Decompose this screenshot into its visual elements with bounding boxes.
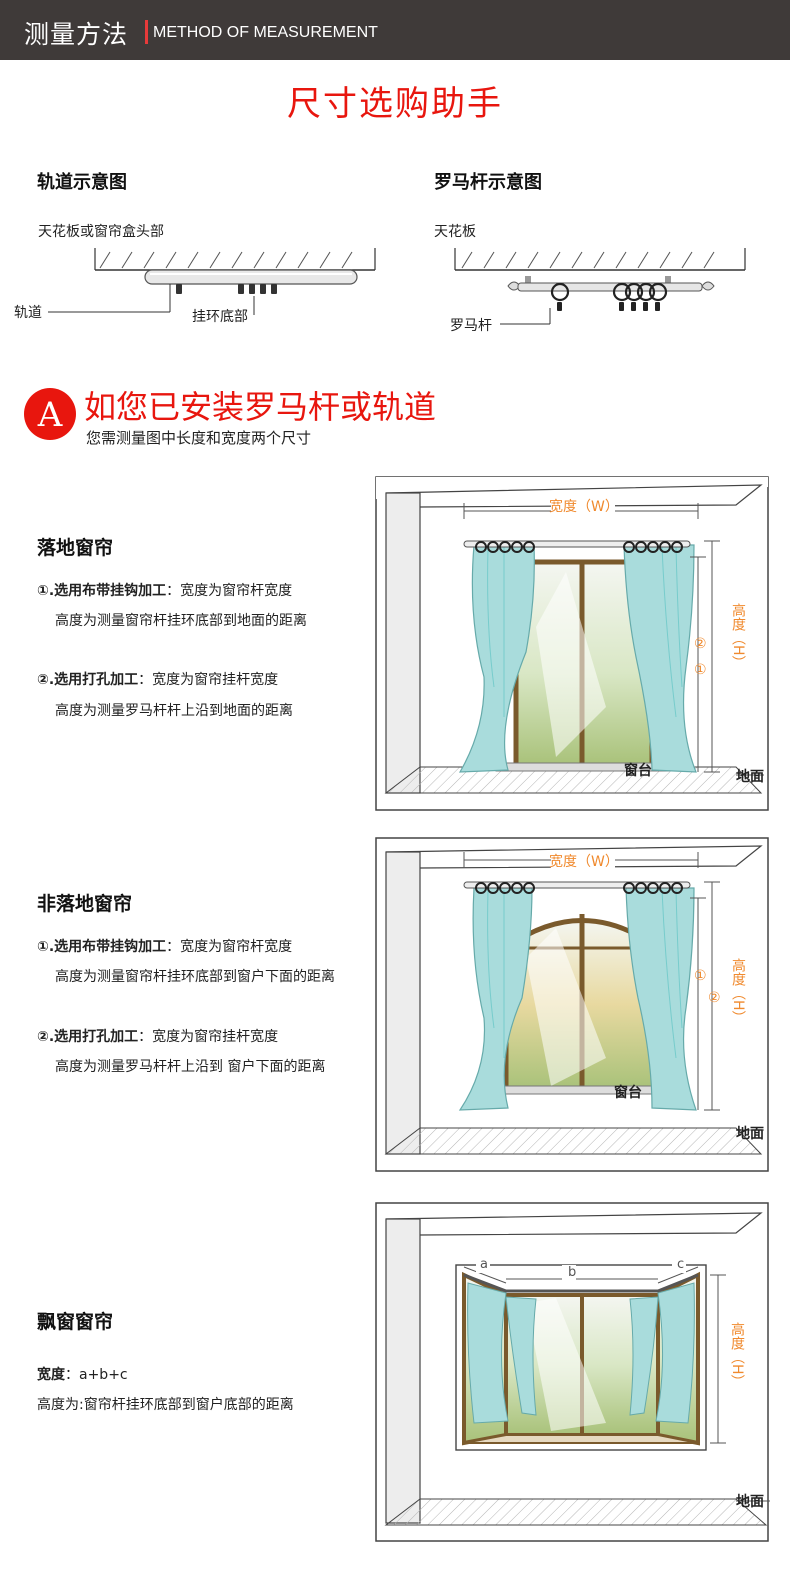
floor-item2-detail: 高度为测量罗马杆杆上沿到地面的距离 [55, 703, 293, 719]
rod-label: 罗马杆 [450, 318, 492, 334]
rod-diagram [454, 248, 746, 325]
section-a-subtitle: 您需测量图中长度和宽度两个尺寸 [86, 429, 312, 447]
track-label: 轨道 [14, 305, 42, 321]
track-diagram-title: 轨道示意图 [37, 172, 127, 193]
track-ceiling-label: 天花板或窗帘盒头部 [38, 224, 164, 240]
bay-curtain-title: 飘窗窗帘 [37, 1311, 114, 1333]
bay-curtain-illustration [375, 1202, 770, 1542]
header-title-zh: 测量方法 [24, 20, 129, 49]
header-title-en: METHOD OF MEASUREMENT [153, 24, 378, 41]
floor-marker-2: ② [694, 636, 707, 652]
non-floor-item2: ②.选用打孔加工：宽度为窗帘挂杆宽度 [37, 1029, 279, 1045]
non-floor-marker-2: ② [708, 990, 721, 1006]
floor-sill-label: 窗台 [624, 763, 652, 779]
floor-item2: ②.选用打孔加工：宽度为窗帘挂杆宽度 [37, 672, 279, 688]
svg-text:A: A [37, 395, 63, 435]
bay-label-a: a [480, 1257, 488, 1272]
non-floor-width-label: 宽度（W） [549, 854, 619, 870]
bay-width: 宽度：a+b+c [37, 1367, 128, 1383]
section-a-title: 如您已安装罗马杆或轨道 [84, 388, 437, 426]
rod-diagram-title: 罗马杆示意图 [434, 172, 542, 193]
bay-height-label: 高度（H） [729, 1322, 745, 1389]
non-floor-item1-detail: 高度为测量窗帘杆挂环底部到窗户下面的距离 [55, 969, 335, 985]
main-title: 尺寸选购助手 [287, 84, 503, 124]
floor-item1-detail: 高度为测量窗帘杆挂环底部到地面的距离 [55, 613, 307, 629]
bay-label-b: b [568, 1265, 577, 1280]
floor-marker-1: ① [694, 662, 707, 678]
ring-label: 挂环底部 [192, 309, 248, 325]
floor-ground-label: 地面 [736, 769, 764, 785]
floor-curtain-title: 落地窗帘 [37, 537, 114, 559]
floor-curtain-illustration [375, 476, 769, 811]
page-header: 测量方法 METHOD OF MEASUREMENT [0, 0, 790, 60]
floor-height-label: 高度（H） [730, 603, 746, 670]
non-floor-curtain-illustration [375, 837, 769, 1172]
section-a-badge: A [24, 388, 76, 440]
non-floor-marker-1: ① [694, 968, 707, 984]
floor-width-label: 宽度（W） [549, 499, 619, 515]
bay-height-text: 高度为:窗帘杆挂环底部到窗户底部的距离 [37, 1397, 294, 1413]
non-floor-ground-label: 地面 [736, 1126, 764, 1142]
non-floor-sill-label: 窗台 [614, 1085, 642, 1101]
header-divider [145, 20, 148, 44]
track-diagram [48, 248, 376, 315]
non-floor-item1: ①.选用布带挂钩加工：宽度为窗帘杆宽度 [37, 939, 293, 955]
bay-ground-label: 地面 [736, 1494, 764, 1510]
non-floor-item2-detail: 高度为测量罗马杆杆上沿到 窗户下面的距离 [55, 1059, 326, 1075]
non-floor-height-label: 高度（H） [730, 958, 746, 1025]
non-floor-curtain-title: 非落地窗帘 [37, 893, 133, 915]
rod-ceiling-label: 天花板 [434, 224, 476, 240]
bay-label-c: c [677, 1257, 685, 1272]
floor-item1: ①.选用布带挂钩加工：宽度为窗帘杆宽度 [37, 583, 293, 599]
